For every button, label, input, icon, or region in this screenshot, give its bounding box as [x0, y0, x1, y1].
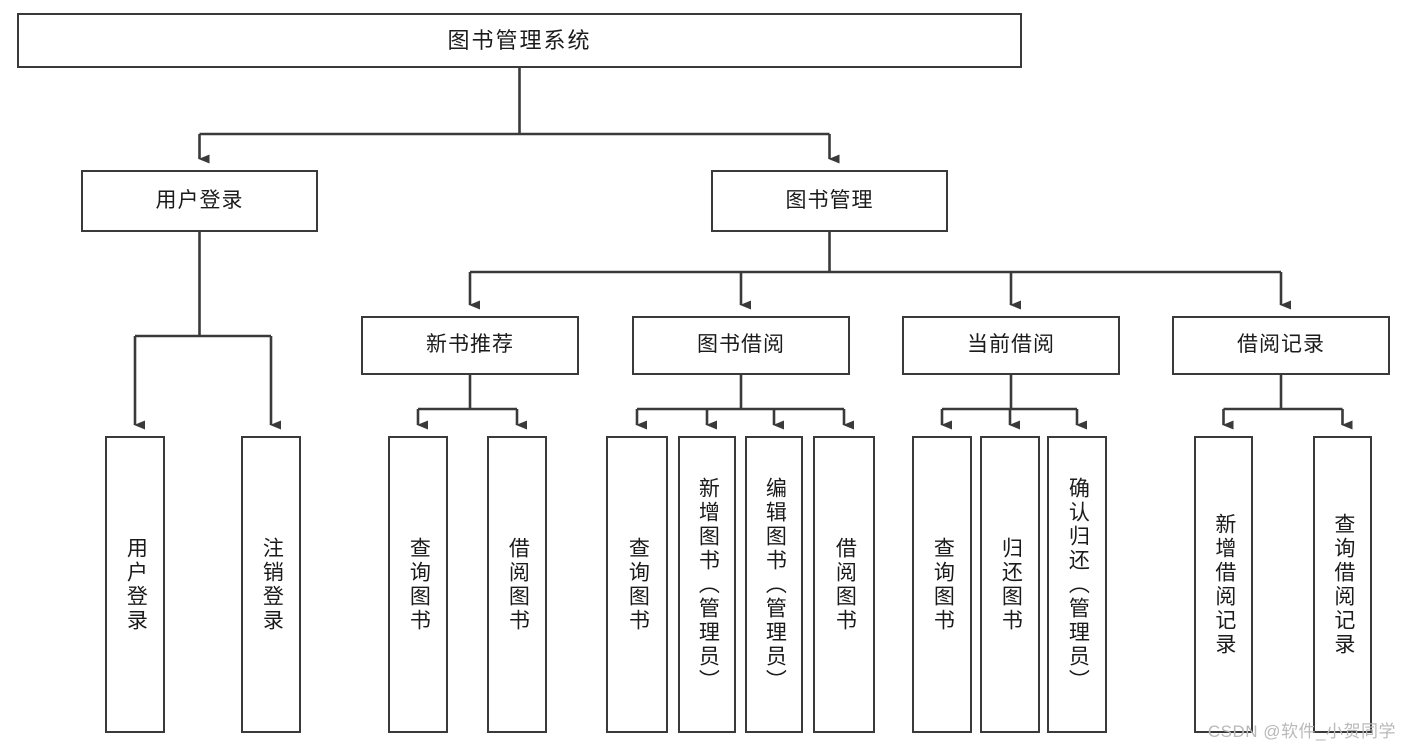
node-label: 查询图书 — [931, 536, 955, 633]
node-label: 查询图书 — [626, 536, 650, 633]
node-root-system[interactable]: 图书管理系统 — [17, 13, 1022, 68]
node-leaf-query-borrow-record[interactable]: 查询借阅记录 — [1313, 436, 1372, 733]
node-label: 图书借阅 — [697, 333, 785, 357]
node-label: 图书管理 — [785, 188, 874, 212]
node-leaf-add-borrow-record[interactable]: 新增借阅记录 — [1194, 436, 1253, 733]
node-leaf-confirm-return-admin[interactable]: 确认归还（管理员） — [1047, 436, 1107, 733]
node-leaf-query-book-current[interactable]: 查询图书 — [912, 436, 972, 733]
node-label: 图书管理系统 — [447, 27, 592, 53]
watermark-text: CSDN @软件_小贺同学 — [1207, 722, 1396, 741]
node-leaf-user-login[interactable]: 用户登录 — [105, 436, 165, 733]
node-label: 编辑图书（管理员） — [763, 476, 787, 693]
node-leaf-borrow-book-recommend[interactable]: 借阅图书 — [487, 436, 547, 733]
node-label: 用户登录 — [155, 188, 244, 212]
node-label: 归还图书 — [999, 536, 1023, 633]
node-leaf-edit-book-admin[interactable]: 编辑图书（管理员） — [745, 436, 803, 733]
node-borrow-record[interactable]: 借阅记录 — [1172, 316, 1390, 375]
node-user-login[interactable]: 用户登录 — [81, 170, 318, 232]
node-leaf-return-book[interactable]: 归还图书 — [980, 436, 1040, 733]
node-label: 新书推荐 — [426, 333, 514, 357]
node-label: 当前借阅 — [967, 333, 1055, 357]
node-label: 注销登录 — [260, 536, 284, 633]
node-leaf-query-book[interactable]: 查询图书 — [606, 436, 668, 733]
node-book-management[interactable]: 图书管理 — [711, 170, 948, 232]
node-label: 借阅图书 — [833, 536, 857, 633]
node-book-borrow[interactable]: 图书借阅 — [632, 316, 850, 375]
node-label: 新增借阅记录 — [1212, 512, 1236, 657]
node-leaf-query-book-recommend[interactable]: 查询图书 — [388, 436, 448, 733]
node-label: 查询借阅记录 — [1331, 512, 1355, 657]
node-label: 用户登录 — [124, 536, 148, 633]
node-leaf-borrow-book[interactable]: 借阅图书 — [813, 436, 875, 733]
node-current-borrow[interactable]: 当前借阅 — [902, 316, 1120, 375]
node-label: 查询图书 — [407, 536, 431, 633]
node-label: 借阅图书 — [506, 536, 530, 633]
node-label: 确认归还（管理员） — [1066, 476, 1090, 693]
node-label: 借阅记录 — [1237, 333, 1325, 357]
node-label: 新增图书（管理员） — [696, 476, 720, 693]
node-new-book-recommend[interactable]: 新书推荐 — [361, 316, 579, 375]
node-leaf-logout-login[interactable]: 注销登录 — [241, 436, 301, 733]
node-leaf-add-book-admin[interactable]: 新增图书（管理员） — [678, 436, 736, 733]
